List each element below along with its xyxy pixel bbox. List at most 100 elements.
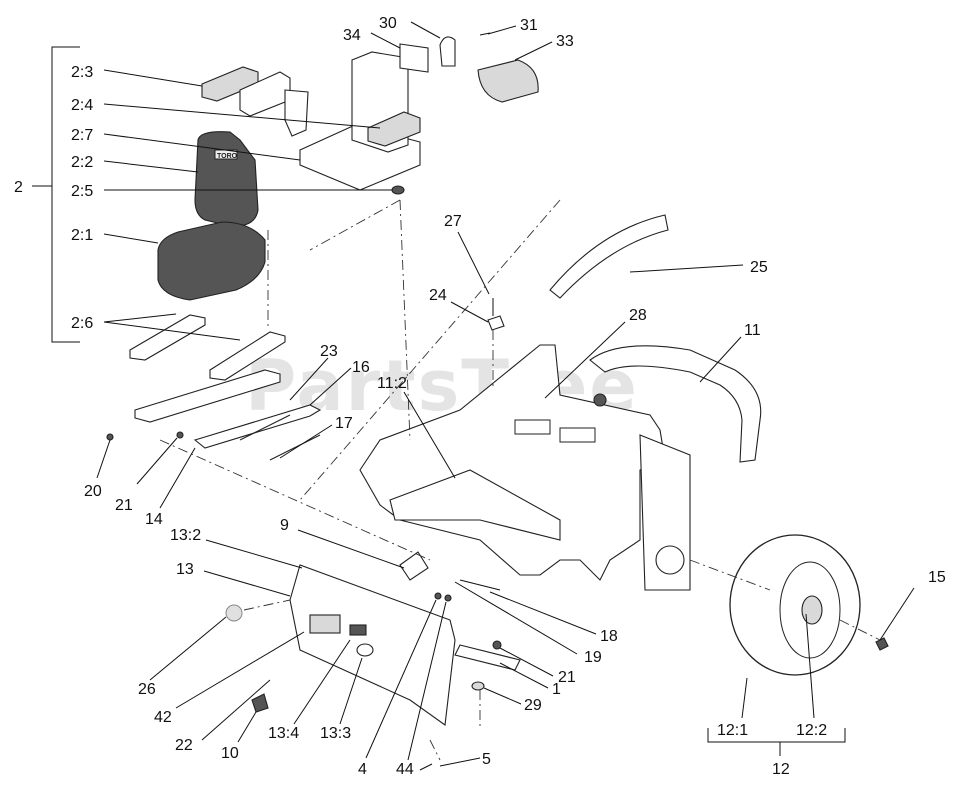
assembly-line	[159, 439, 431, 561]
assembly-line	[429, 739, 441, 761]
leader-42	[175, 631, 305, 709]
leader-lines	[96, 21, 915, 767]
callout-2: 2	[14, 179, 23, 196]
lug-nut-15	[875, 637, 889, 651]
washer-21	[176, 431, 184, 439]
leader-13	[203, 570, 291, 597]
callout-2-5: 2:5	[71, 183, 93, 200]
callout-labels: 2 2:3 2:4 2:7 2:2 2:5 2:1 2:6 34 30 31 3…	[14, 15, 946, 778]
leader-28	[544, 321, 626, 399]
assembly-line	[689, 559, 771, 591]
leader-17	[279, 424, 333, 459]
seat-slide-rail-left	[129, 314, 206, 361]
seat-mount-bolt-17	[269, 434, 321, 461]
callout-27: 27	[444, 213, 462, 230]
leader-2-2	[103, 160, 199, 173]
assembly-line	[299, 199, 561, 501]
control-cable	[549, 214, 669, 299]
callout-18: 18	[600, 628, 618, 645]
bumper-29	[471, 681, 485, 691]
leader-2-1	[103, 233, 159, 244]
seat-cushion	[157, 221, 266, 301]
callout-20: 20	[84, 483, 102, 500]
screw-31	[479, 32, 491, 36]
callout-34: 34	[343, 27, 361, 44]
callout-13-4: 13:4	[268, 725, 299, 742]
callout-2-7: 2:7	[71, 127, 93, 144]
canister-assembly	[399, 32, 539, 103]
assembly-line	[309, 199, 401, 251]
leader-33	[514, 41, 553, 61]
seat-slide-rail-right	[209, 331, 286, 381]
leader-2-4	[103, 103, 381, 129]
leader-25	[629, 264, 744, 273]
callout-1: 1	[552, 681, 561, 698]
leader-10	[237, 711, 257, 743]
frame-body	[359, 344, 666, 581]
callout-42: 42	[154, 709, 172, 726]
leader-19	[454, 581, 578, 655]
leader-2-7	[103, 133, 301, 161]
frame-slot	[514, 419, 551, 435]
callout-5: 5	[482, 751, 491, 768]
seat-mount-frame	[106, 369, 322, 461]
toro-logo-text: TORO	[217, 153, 238, 160]
axle-hole	[655, 545, 685, 575]
callout-30: 30	[379, 15, 397, 32]
callout-16: 16	[352, 359, 370, 376]
leader-13-2	[205, 539, 303, 569]
switch-13-4	[349, 624, 367, 636]
leader-22	[201, 679, 271, 741]
callout-2-4: 2:4	[71, 97, 93, 114]
bolt-44	[444, 594, 452, 602]
leader-21b	[499, 647, 554, 677]
control-cable-25	[549, 214, 669, 299]
leader-24	[450, 301, 489, 323]
control-panel-plate	[289, 564, 456, 726]
panel-bracket-9	[399, 551, 429, 581]
frame-crossmember-11-2	[389, 469, 561, 541]
leader-13-4	[293, 639, 351, 725]
leader-26	[149, 616, 227, 681]
callout-12-1: 12:1	[717, 722, 748, 739]
callout-13-3: 13:3	[320, 725, 351, 742]
leader-14	[159, 447, 196, 509]
frame-slot	[559, 427, 596, 443]
panel-hole-13-3	[356, 643, 374, 657]
nut-21	[492, 640, 502, 650]
group-12-bracket	[707, 728, 846, 743]
seat-side-bracket	[284, 89, 309, 137]
leader-9	[297, 529, 405, 569]
callout-12-2: 12:2	[796, 722, 827, 739]
panel-cutout	[309, 614, 341, 634]
leader-1	[499, 662, 549, 689]
leader-20	[96, 439, 111, 479]
leader-11	[699, 336, 742, 383]
bolt-28	[593, 393, 607, 407]
main-frame	[359, 344, 762, 591]
assembly-line	[839, 619, 881, 641]
callout-2-6: 2:6	[71, 315, 93, 332]
callout-11: 11	[744, 322, 761, 339]
callout-14: 14	[145, 511, 163, 528]
leader-44	[407, 601, 447, 761]
callout-21: 21	[115, 497, 133, 514]
callout-4: 4	[358, 761, 367, 778]
callout-15: 15	[928, 569, 946, 586]
lever-1	[454, 644, 521, 671]
callout-26: 26	[138, 681, 156, 698]
leader-18	[489, 591, 597, 635]
callout-21b: 21	[558, 669, 576, 686]
callout-28: 28	[629, 307, 647, 324]
leader-11-2	[403, 391, 456, 479]
leader-15	[879, 587, 915, 641]
leader-2-6a	[103, 313, 177, 323]
leader-29	[483, 687, 522, 705]
right-armrest	[367, 111, 421, 147]
latch-24	[487, 298, 505, 331]
callout-2-3: 2:3	[71, 64, 93, 81]
bolt-4	[434, 592, 442, 600]
callout-25: 25	[750, 259, 768, 276]
frame-bumper	[589, 345, 762, 463]
